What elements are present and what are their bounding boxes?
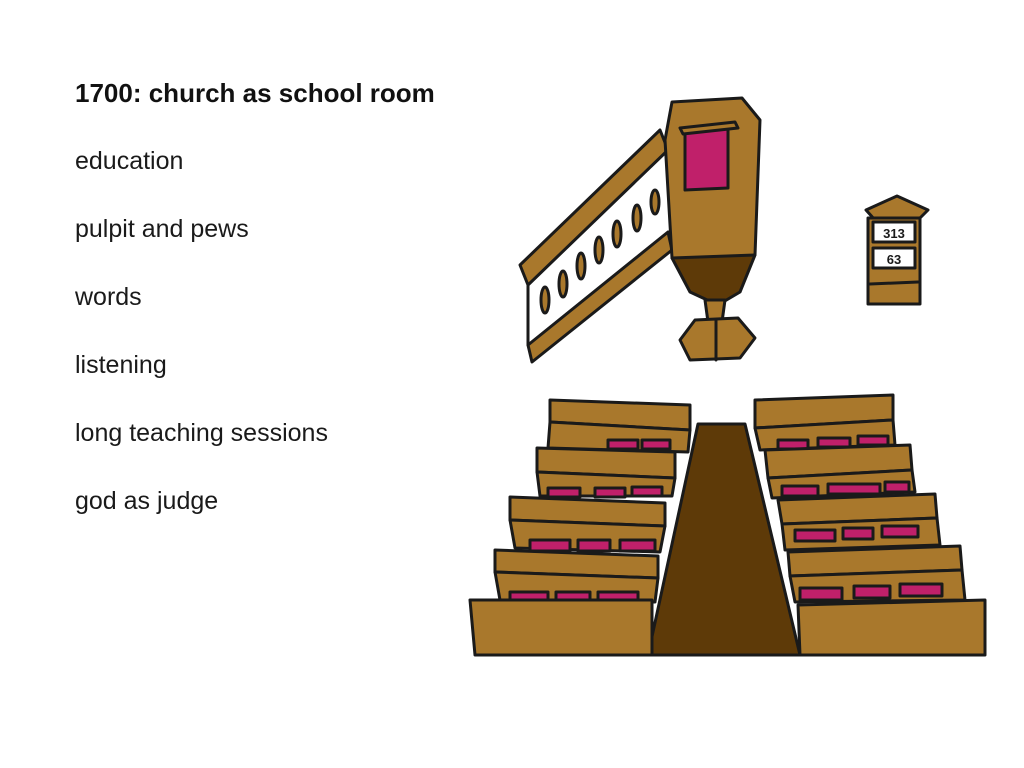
church-interior-illustration: 313 63 xyxy=(468,96,987,657)
bullet-item: god as judge xyxy=(75,487,219,515)
bullet-item: education xyxy=(75,147,184,175)
bullet-item: listening xyxy=(75,351,167,379)
pulpit xyxy=(663,96,762,362)
hymn-number-2: 63 xyxy=(887,252,901,267)
right-pews xyxy=(753,393,987,657)
bullet-item: pulpit and pews xyxy=(75,215,249,243)
left-pews xyxy=(468,398,692,657)
text-block: 1700: church as school room education pu… xyxy=(75,76,495,518)
hymn-board xyxy=(864,194,930,306)
pulpit-staircase xyxy=(518,128,674,364)
slide-title: 1700: church as school room xyxy=(75,78,435,108)
bullet-item: long teaching sessions xyxy=(75,419,328,447)
bullet-list: education pulpit and pews words listenin… xyxy=(75,144,495,518)
bullet-item: words xyxy=(75,283,142,311)
hymn-number-1: 313 xyxy=(883,226,905,241)
